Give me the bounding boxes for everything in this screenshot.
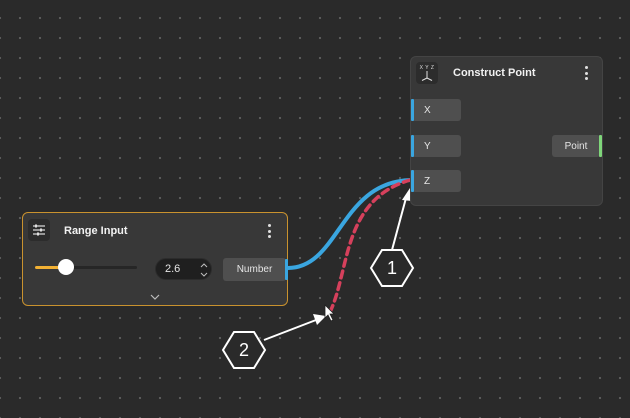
mouse-cursor-icon: [324, 304, 335, 322]
range-input-header[interactable]: Range Input: [23, 213, 287, 247]
input-port-z[interactable]: Z: [412, 170, 461, 192]
xyz-axes-icon: X Y Z: [416, 62, 438, 84]
xyz-icon-text: X Y Z: [419, 65, 435, 71]
input-port-x[interactable]: X: [412, 99, 461, 121]
range-input-title: Range Input: [64, 225, 128, 237]
callout-hexagon-1: [369, 249, 415, 287]
range-input-node[interactable]: Range Input 2.6 Number: [22, 212, 288, 306]
input-port-y-label: Y: [424, 140, 431, 152]
chevron-down-icon[interactable]: [150, 294, 160, 300]
range-value-text: 2.6: [165, 263, 181, 275]
callout-arrowhead-2: [313, 314, 326, 325]
construct-point-title: Construct Point: [453, 67, 536, 79]
callout-arrowhead-1: [402, 188, 412, 201]
output-port-number-connector[interactable]: [285, 259, 288, 280]
slider-fill: [35, 266, 66, 269]
input-port-y-connector[interactable]: [411, 135, 414, 157]
output-port-point-connector[interactable]: [599, 135, 602, 157]
output-port-point[interactable]: Point: [552, 135, 600, 157]
output-port-point-label: Point: [564, 140, 588, 152]
sliders-icon: [28, 219, 50, 241]
output-port-number[interactable]: Number: [223, 258, 286, 281]
stepper-up-icon[interactable]: [200, 263, 208, 268]
callout-arrow-2: [263, 319, 317, 341]
input-port-z-label: Z: [424, 175, 431, 187]
connection-wire-number-to-z[interactable]: [286, 178, 415, 270]
input-port-y[interactable]: Y: [412, 135, 461, 157]
callout-number-1: 1: [386, 258, 397, 278]
input-port-x-label: X: [424, 104, 431, 116]
range-slider[interactable]: [35, 259, 137, 277]
slider-thumb[interactable]: [58, 259, 74, 275]
construct-point-menu-icon[interactable]: [581, 66, 591, 80]
stepper-down-icon[interactable]: [200, 272, 208, 277]
callout-number-2: 2: [238, 340, 249, 360]
construct-point-node[interactable]: X Y Z Construct Point X Y Z Point: [410, 56, 603, 206]
callout-hexagon-2: [221, 331, 267, 369]
dragging-connection-wire: [328, 178, 412, 314]
range-input-menu-icon[interactable]: [264, 224, 274, 238]
callout-arrow-1: [391, 197, 407, 251]
range-value-input[interactable]: 2.6: [155, 258, 212, 280]
input-port-x-connector[interactable]: [411, 99, 414, 121]
input-port-z-connector[interactable]: [411, 170, 414, 192]
output-port-number-label: Number: [236, 264, 273, 275]
construct-point-header[interactable]: X Y Z Construct Point: [411, 57, 602, 91]
slider-track: [35, 266, 137, 269]
